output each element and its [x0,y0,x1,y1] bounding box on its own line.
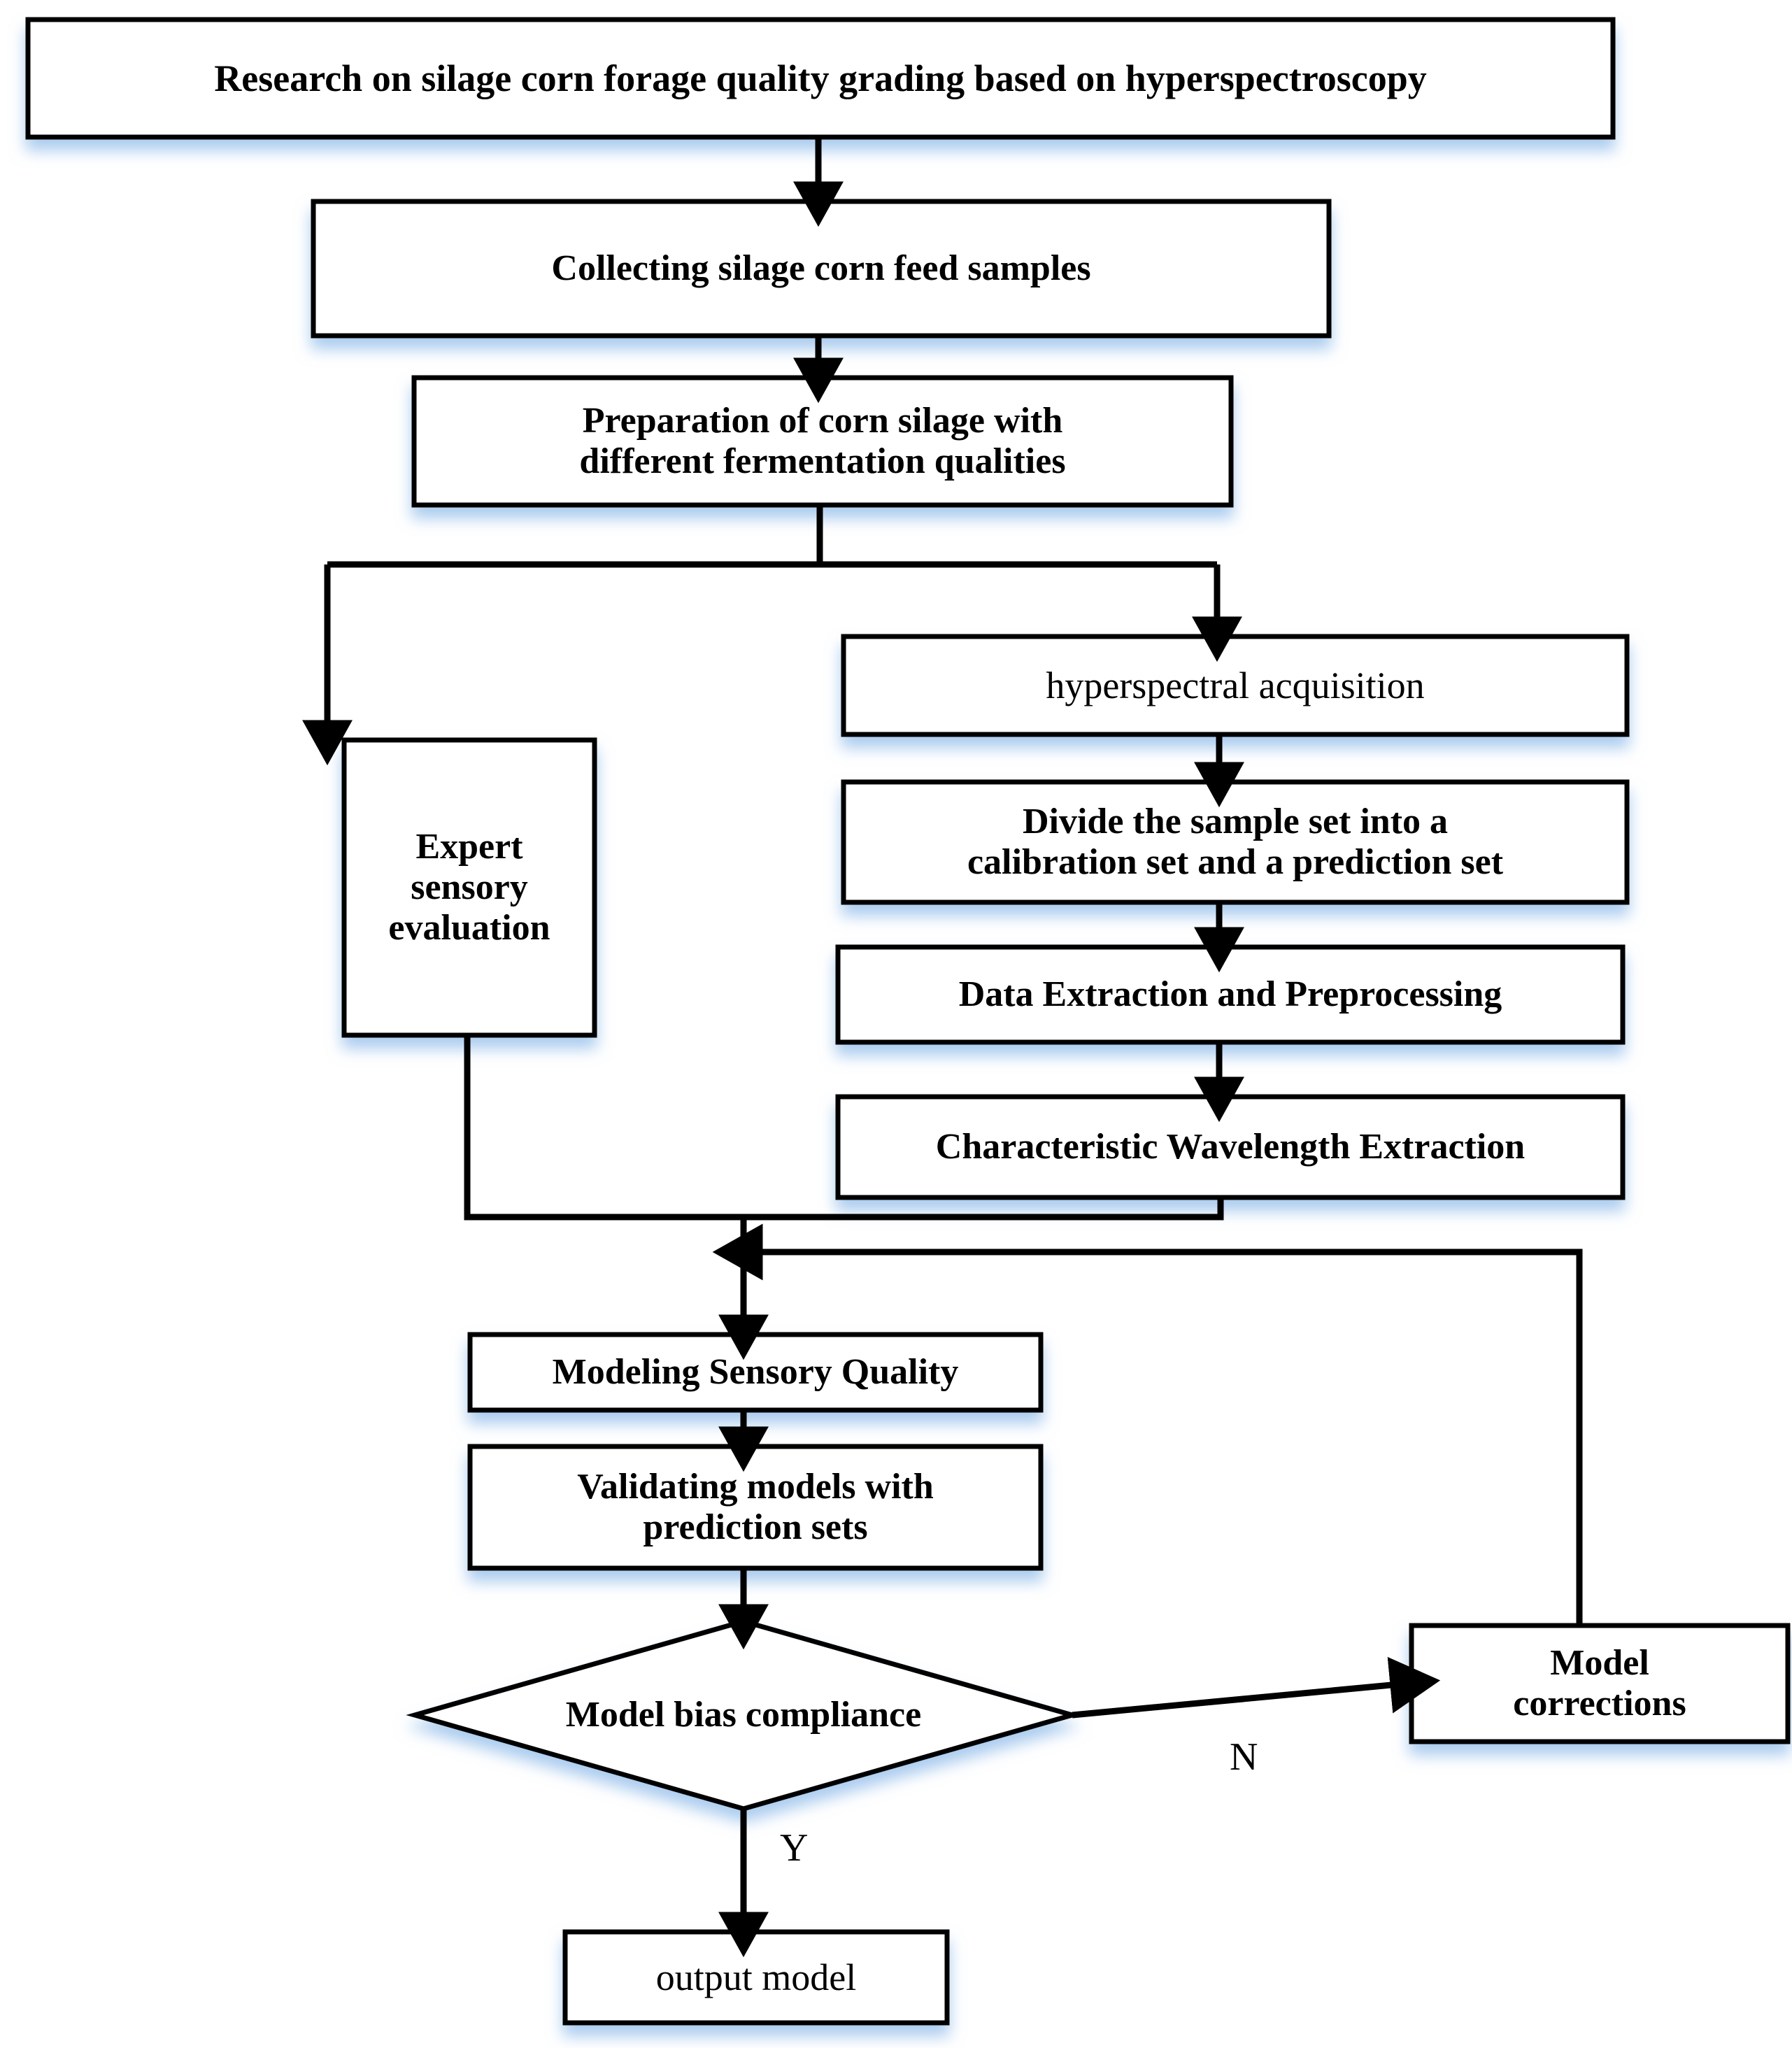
node-corrections-shape [1409,1623,1791,1744]
edge-label-yes: Y [780,1826,809,1870]
node-output-shape [562,1929,950,2026]
edge-characteristic-to-merge [744,1197,1224,1221]
node-title-shape [25,17,1616,140]
node-divide-shape [841,779,1630,905]
node-collecting-shape [311,199,1332,339]
node-data-extraction-shape [835,944,1626,1045]
node-hyperspectral-shape [841,634,1630,737]
node-preparation-shape [411,375,1234,508]
edge-expert-to-merge [464,1035,744,1221]
node-characteristic-shape [835,1094,1626,1200]
node-modeling-shape [467,1332,1044,1413]
node-expert-shape [341,737,597,1038]
edge-label-no: N [1230,1735,1258,1779]
node-validating-shape [467,1444,1044,1571]
node-decision-shape [406,1619,1081,1812]
edge-decision-no-to-corrections [1072,1656,1441,1719]
edge-corrections-feedback [712,1223,1583,1626]
